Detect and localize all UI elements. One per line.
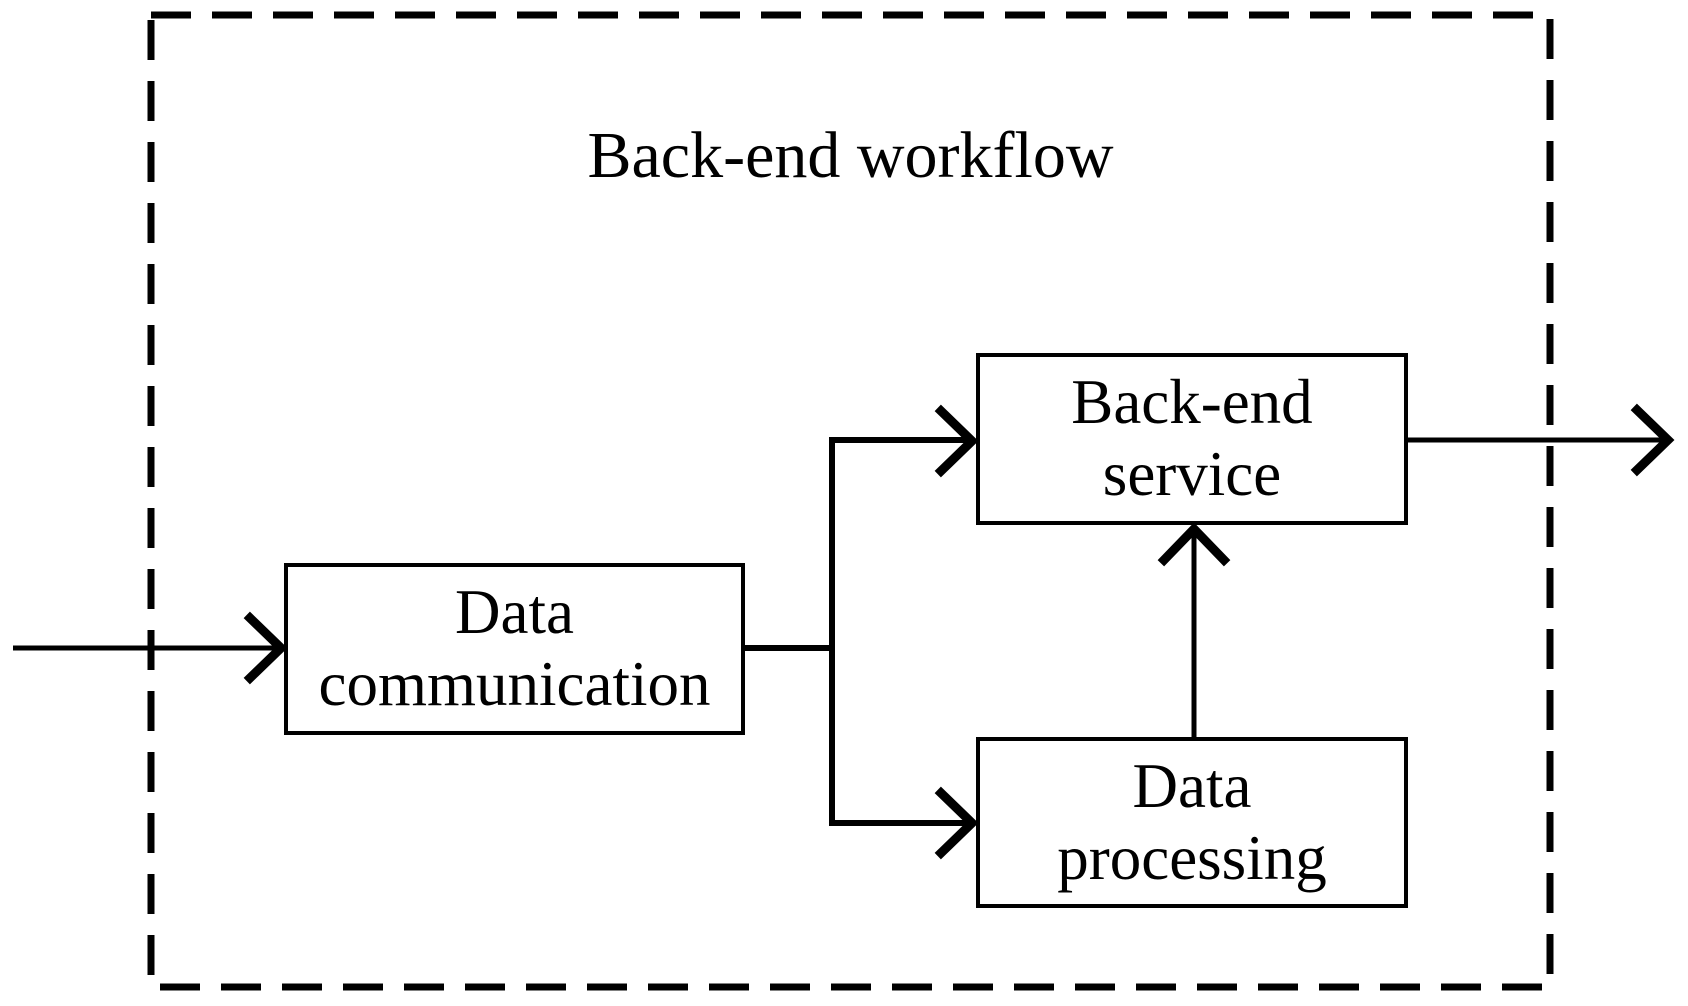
diagram-title: Back-end workflow — [587, 119, 1114, 192]
node-back-end-service: Back-end service — [976, 353, 1408, 525]
node-back-end-service-label-line2: service — [1102, 439, 1282, 509]
node-data-communication-label-line2: communication — [318, 649, 711, 719]
arrowhead-into-data-communication — [243, 611, 288, 685]
node-data-processing-label-line1: Data — [1132, 750, 1252, 821]
node-data-processing-label-line2: processing — [1057, 822, 1327, 893]
edge-branch-lines — [829, 437, 968, 826]
node-data-communication: Data communication — [284, 563, 745, 735]
arrowhead-into-data-processing — [934, 786, 979, 860]
workflow-boundary-dashed-box — [147, 11, 1554, 991]
arrowhead-up-into-service-bottom — [1157, 522, 1231, 567]
node-data-processing: Data processing — [976, 737, 1408, 908]
node-data-communication-label-line1: Data — [455, 577, 574, 648]
arrowhead-into-back-end-service — [934, 404, 979, 478]
node-back-end-service-label-line1: Back-end — [1071, 367, 1313, 438]
arrowhead-output — [1630, 403, 1675, 477]
